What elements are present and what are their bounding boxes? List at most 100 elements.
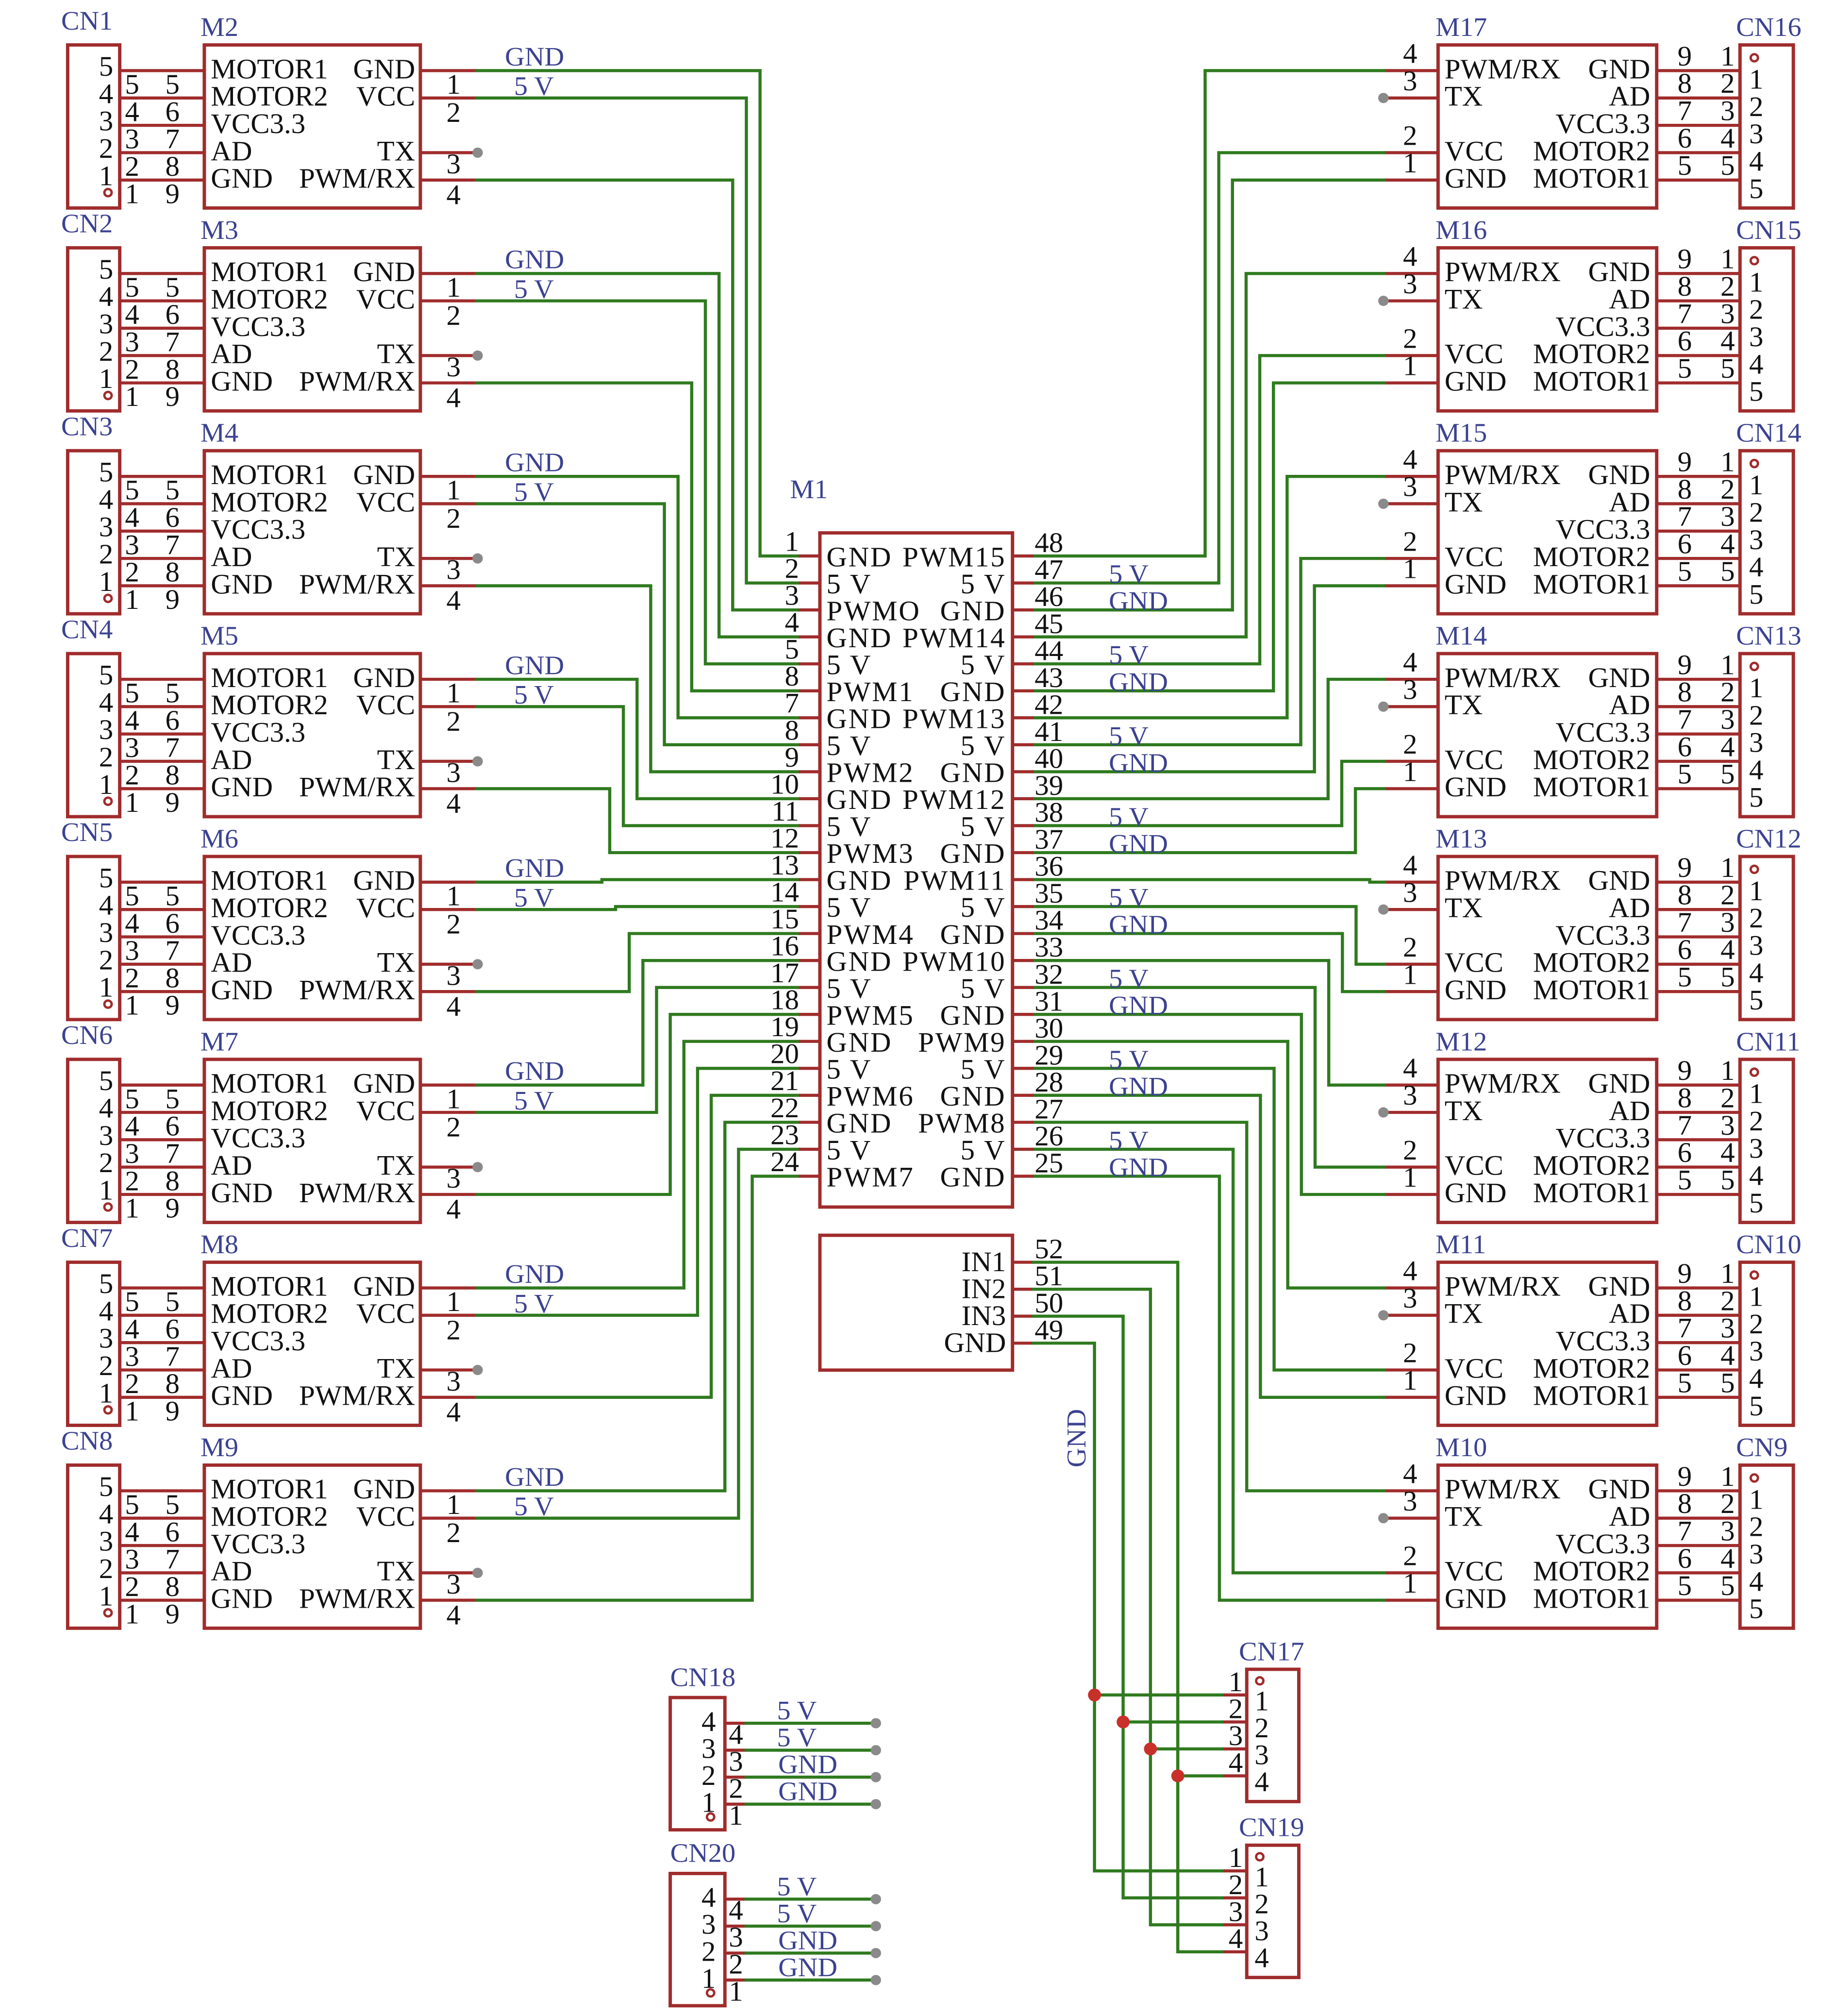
link-number: 8 — [165, 151, 179, 182]
connector-label: CN18 — [670, 1663, 735, 1693]
net-label-gnd-vertical: GND — [1061, 1409, 1091, 1467]
link-number: 5 — [165, 1286, 179, 1317]
unconnected-pin-dot-icon — [1378, 296, 1389, 306]
wire — [475, 705, 801, 827]
link-number: 8 — [165, 556, 179, 588]
connector-pin-number: 2 — [1749, 1511, 1763, 1543]
m1-pin-number: 39 — [1034, 770, 1063, 801]
wire — [1032, 787, 1386, 855]
m1-pin-number: 36 — [1034, 851, 1063, 882]
connector-pin-number: 1 — [1749, 64, 1763, 95]
module-pin-name: VCC — [1445, 135, 1503, 167]
connector-pin-number: 2 — [729, 1773, 743, 1804]
module-pin-name: VCC3.3 — [1555, 108, 1650, 139]
connector-pin-number: 1 — [729, 1799, 743, 1831]
net-label: 5 V — [1109, 721, 1149, 751]
link-number: 4 — [1720, 1543, 1735, 1574]
link-number: 8 — [165, 1571, 179, 1602]
m1-pin-name: PWM1 — [826, 676, 914, 707]
input-block-body — [818, 1233, 1015, 1372]
net-label: GND — [778, 1926, 837, 1956]
connector-pin-number: 3 — [1254, 1915, 1268, 1947]
module-pin-name: MOTOR2 — [1533, 744, 1650, 775]
connector-pin-number: 4 — [1749, 1566, 1763, 1597]
m1-pin-name: GND — [826, 784, 892, 815]
module-label: M4 — [200, 418, 238, 448]
m1-pin-name: 5 V — [960, 973, 1006, 1004]
link-number: 5 — [125, 677, 139, 709]
module-pin-number: 3 — [447, 1163, 461, 1194]
link-number: 5 — [165, 271, 179, 303]
pin1-marker-icon — [1749, 1270, 1759, 1280]
module-pin-name: GND — [1445, 366, 1507, 397]
net-label: 5 V — [1109, 640, 1149, 671]
link-number: 9 — [165, 1598, 179, 1630]
pin1-marker-icon — [103, 1202, 113, 1212]
module-pin-name: VCC3.3 — [1555, 311, 1650, 342]
module-pin-name: GND — [211, 366, 273, 397]
m1-pin-name: PWMO — [826, 595, 920, 627]
module-pin-name: GND — [1445, 974, 1507, 1006]
wire — [475, 1147, 801, 1520]
connector-label: CN5 — [61, 818, 113, 848]
module-pin-number: 3 — [1403, 877, 1417, 908]
pin1-marker-icon — [103, 999, 113, 1009]
module-pin-name: GND — [211, 163, 273, 194]
m1-pin-name: GND — [826, 1108, 892, 1139]
m1-pin-number: 38 — [1034, 797, 1063, 828]
module-pin-name: PWM/RX — [1445, 256, 1561, 288]
link-number: 5 — [1678, 555, 1692, 587]
module-pin-number: 2 — [1403, 1540, 1417, 1572]
pin1-marker-icon — [1749, 458, 1759, 469]
connector-pin-number: 3 — [99, 105, 113, 137]
module-pin-number: 4 — [447, 585, 461, 617]
connector-body — [1738, 449, 1795, 616]
connector-pin-number: 4 — [99, 1498, 113, 1530]
module-pin-number: 1 — [1403, 1161, 1417, 1193]
module-pin-name: GND — [353, 1271, 415, 1302]
link-number: 5 — [125, 271, 139, 303]
link-number: 5 — [165, 68, 179, 100]
module-pin-number: 2 — [1403, 323, 1417, 354]
unconnected-pin-dot-icon — [472, 756, 483, 767]
module-pin-name: GND — [1588, 1474, 1651, 1505]
module-pin-name: AD — [1609, 284, 1650, 315]
link-number: 3 — [125, 123, 139, 155]
module-pin-name: GND — [1588, 1068, 1651, 1099]
m1-pin-number: 28 — [1034, 1066, 1063, 1098]
m1-pin-number: 16 — [770, 930, 799, 962]
unconnected-pin-dot-icon — [472, 553, 483, 564]
connector-pin-number: 3 — [99, 308, 113, 340]
m1-pin-name: GND — [940, 1000, 1006, 1031]
module-pin-name: VCC — [1445, 1556, 1503, 1587]
connector-pin-number: 4 — [1749, 957, 1763, 989]
pin1-marker-icon — [103, 390, 113, 401]
connector-body — [1738, 652, 1795, 819]
net-label: 5 V — [1109, 964, 1149, 994]
net-label-5v: 5 V — [514, 1289, 554, 1319]
wire — [475, 905, 801, 911]
module-pin-name: MOTOR1 — [211, 1474, 328, 1505]
link-number: 1 — [1720, 243, 1735, 275]
connector-pin-number: 5 — [1749, 985, 1763, 1016]
link-number: 1 — [1720, 852, 1735, 884]
connector-pin-number: 4 — [1749, 349, 1763, 380]
wire — [475, 502, 801, 747]
module-pin-name: AD — [211, 1150, 252, 1181]
connector-pin-number: 1 — [99, 1175, 113, 1206]
link-number: 1 — [1720, 649, 1735, 681]
connector-label: CN10 — [1736, 1229, 1801, 1260]
connector-pin-number: 5 — [99, 1471, 113, 1502]
unconnected-pin-dot-icon — [870, 1745, 881, 1756]
m1-pin-name: 5 V — [960, 730, 1006, 761]
link-number: 5 — [1720, 1164, 1735, 1196]
wire — [1032, 1040, 1386, 1290]
m1-pin-number: 20 — [770, 1038, 799, 1070]
link-number: 1 — [125, 1395, 139, 1427]
pin1-marker-icon — [1255, 1676, 1265, 1686]
link-number: 8 — [1678, 1082, 1692, 1114]
module-pin-name: GND — [1588, 1271, 1651, 1302]
link-number: 8 — [165, 353, 179, 385]
link-number: 9 — [1678, 1055, 1692, 1086]
